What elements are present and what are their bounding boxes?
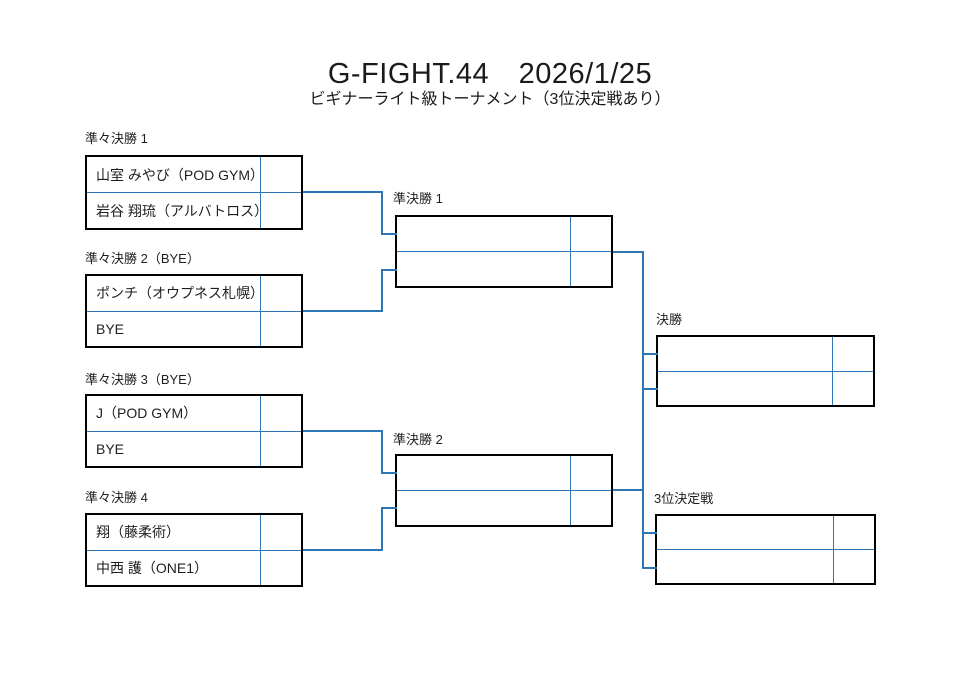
- connector-sf1-out: [613, 251, 644, 253]
- player-name-cell: [657, 516, 834, 549]
- connector-qf3-into-sf2: [381, 472, 397, 474]
- connector-into-final-top: [642, 353, 658, 355]
- score-cell: [833, 337, 873, 371]
- page-title: G-FIGHT.44 2026/1/25: [327, 58, 653, 90]
- connector-qf1-out: [303, 191, 383, 193]
- connector-spine: [642, 251, 644, 569]
- score-cell: [833, 372, 873, 406]
- match-box-third-place: [655, 514, 876, 585]
- player-name-cell: 岩谷 翔琉（アルバトロス）: [87, 193, 261, 228]
- score-cell: [261, 193, 301, 228]
- score-cell: [261, 432, 301, 467]
- score-cell: [571, 456, 611, 490]
- connector-qf2-into-sf1: [381, 269, 397, 271]
- player-name-cell: [397, 491, 571, 525]
- match-box-quarterfinal-4: 翔（藤柔術） 中西 護（ONE1）: [85, 513, 303, 587]
- match-label-semifinal-1: 準決勝 1: [393, 191, 443, 206]
- player-row: [397, 251, 611, 286]
- connector-sf2-out: [613, 489, 644, 491]
- player-row: BYE: [87, 310, 301, 347]
- score-cell: [261, 276, 301, 311]
- score-cell: [571, 252, 611, 286]
- player-row: BYE: [87, 430, 301, 467]
- player-name-cell: [657, 550, 834, 583]
- score-cell: [261, 157, 301, 192]
- player-name-cell: BYE: [87, 311, 261, 346]
- player-row: [397, 490, 611, 525]
- match-label-third-place: 3位決定戦: [654, 491, 714, 506]
- player-name-cell: [397, 217, 571, 251]
- player-row: [657, 516, 874, 549]
- player-name-cell: [397, 456, 571, 490]
- connector-qf4-vert: [381, 507, 383, 551]
- match-box-semifinal-1: [395, 215, 613, 288]
- player-name-cell: 翔（藤柔術）: [87, 515, 261, 550]
- connector-qf4-out: [303, 549, 383, 551]
- connector-qf1-into-sf1: [381, 233, 397, 235]
- connector-qf3-vert: [381, 430, 383, 474]
- player-row: [397, 217, 611, 251]
- player-row: ポンチ（オウプネス札幌）: [87, 276, 301, 311]
- match-label-quarterfinal-3: 準々決勝 3（BYE）: [85, 372, 200, 387]
- player-name-cell: [397, 252, 571, 286]
- score-cell: [261, 396, 301, 431]
- player-row: 中西 護（ONE1）: [87, 549, 301, 586]
- match-box-quarterfinal-3: J（POD GYM） BYE: [85, 394, 303, 468]
- connector-into-third-top: [642, 532, 657, 534]
- score-cell: [261, 312, 301, 347]
- match-box-quarterfinal-2: ポンチ（オウプネス札幌） BYE: [85, 274, 303, 348]
- score-cell: [261, 515, 301, 550]
- connector-qf2-out: [303, 310, 383, 312]
- score-cell: [834, 550, 874, 583]
- player-row: J（POD GYM）: [87, 396, 301, 431]
- player-row: 岩谷 翔琉（アルバトロス）: [87, 192, 301, 228]
- player-row: [397, 456, 611, 490]
- connector-qf2-vert: [381, 269, 383, 312]
- player-row: [657, 549, 874, 583]
- player-row: 山室 みやび（POD GYM）: [87, 157, 301, 192]
- player-name-cell: J（POD GYM）: [87, 396, 261, 431]
- match-label-quarterfinal-4: 準々決勝 4: [85, 490, 148, 505]
- player-name-cell: BYE: [87, 431, 261, 466]
- match-label-final: 決勝: [656, 312, 683, 327]
- player-row: [658, 337, 873, 371]
- match-label-quarterfinal-1: 準々決勝 1: [85, 131, 148, 146]
- score-cell: [571, 491, 611, 525]
- player-name-cell: 山室 みやび（POD GYM）: [87, 157, 261, 192]
- connector-qf4-into-sf2: [381, 507, 397, 509]
- connector-into-final-bottom: [642, 388, 658, 390]
- player-name-cell: [658, 337, 833, 371]
- score-cell: [834, 516, 874, 549]
- match-label-quarterfinal-2: 準々決勝 2（BYE）: [85, 251, 200, 266]
- match-label-semifinal-2: 準決勝 2: [393, 432, 443, 447]
- score-cell: [261, 551, 301, 586]
- player-name-cell: [658, 371, 833, 405]
- player-name-cell: 中西 護（ONE1）: [87, 550, 261, 585]
- score-cell: [571, 217, 611, 251]
- page-subtitle: ビギナーライト級トーナメント（3位決定戦あり）: [309, 91, 671, 108]
- player-row: [658, 370, 873, 406]
- match-box-semifinal-2: [395, 454, 613, 527]
- connector-into-third-bottom: [642, 567, 657, 569]
- connector-qf1-vert: [381, 191, 383, 234]
- match-box-final: [656, 335, 875, 407]
- player-row: 翔（藤柔術）: [87, 515, 301, 550]
- connector-qf3-out: [303, 430, 383, 432]
- player-name-cell: ポンチ（オウプネス札幌）: [87, 276, 261, 311]
- match-box-quarterfinal-1: 山室 みやび（POD GYM） 岩谷 翔琉（アルバトロス）: [85, 155, 303, 230]
